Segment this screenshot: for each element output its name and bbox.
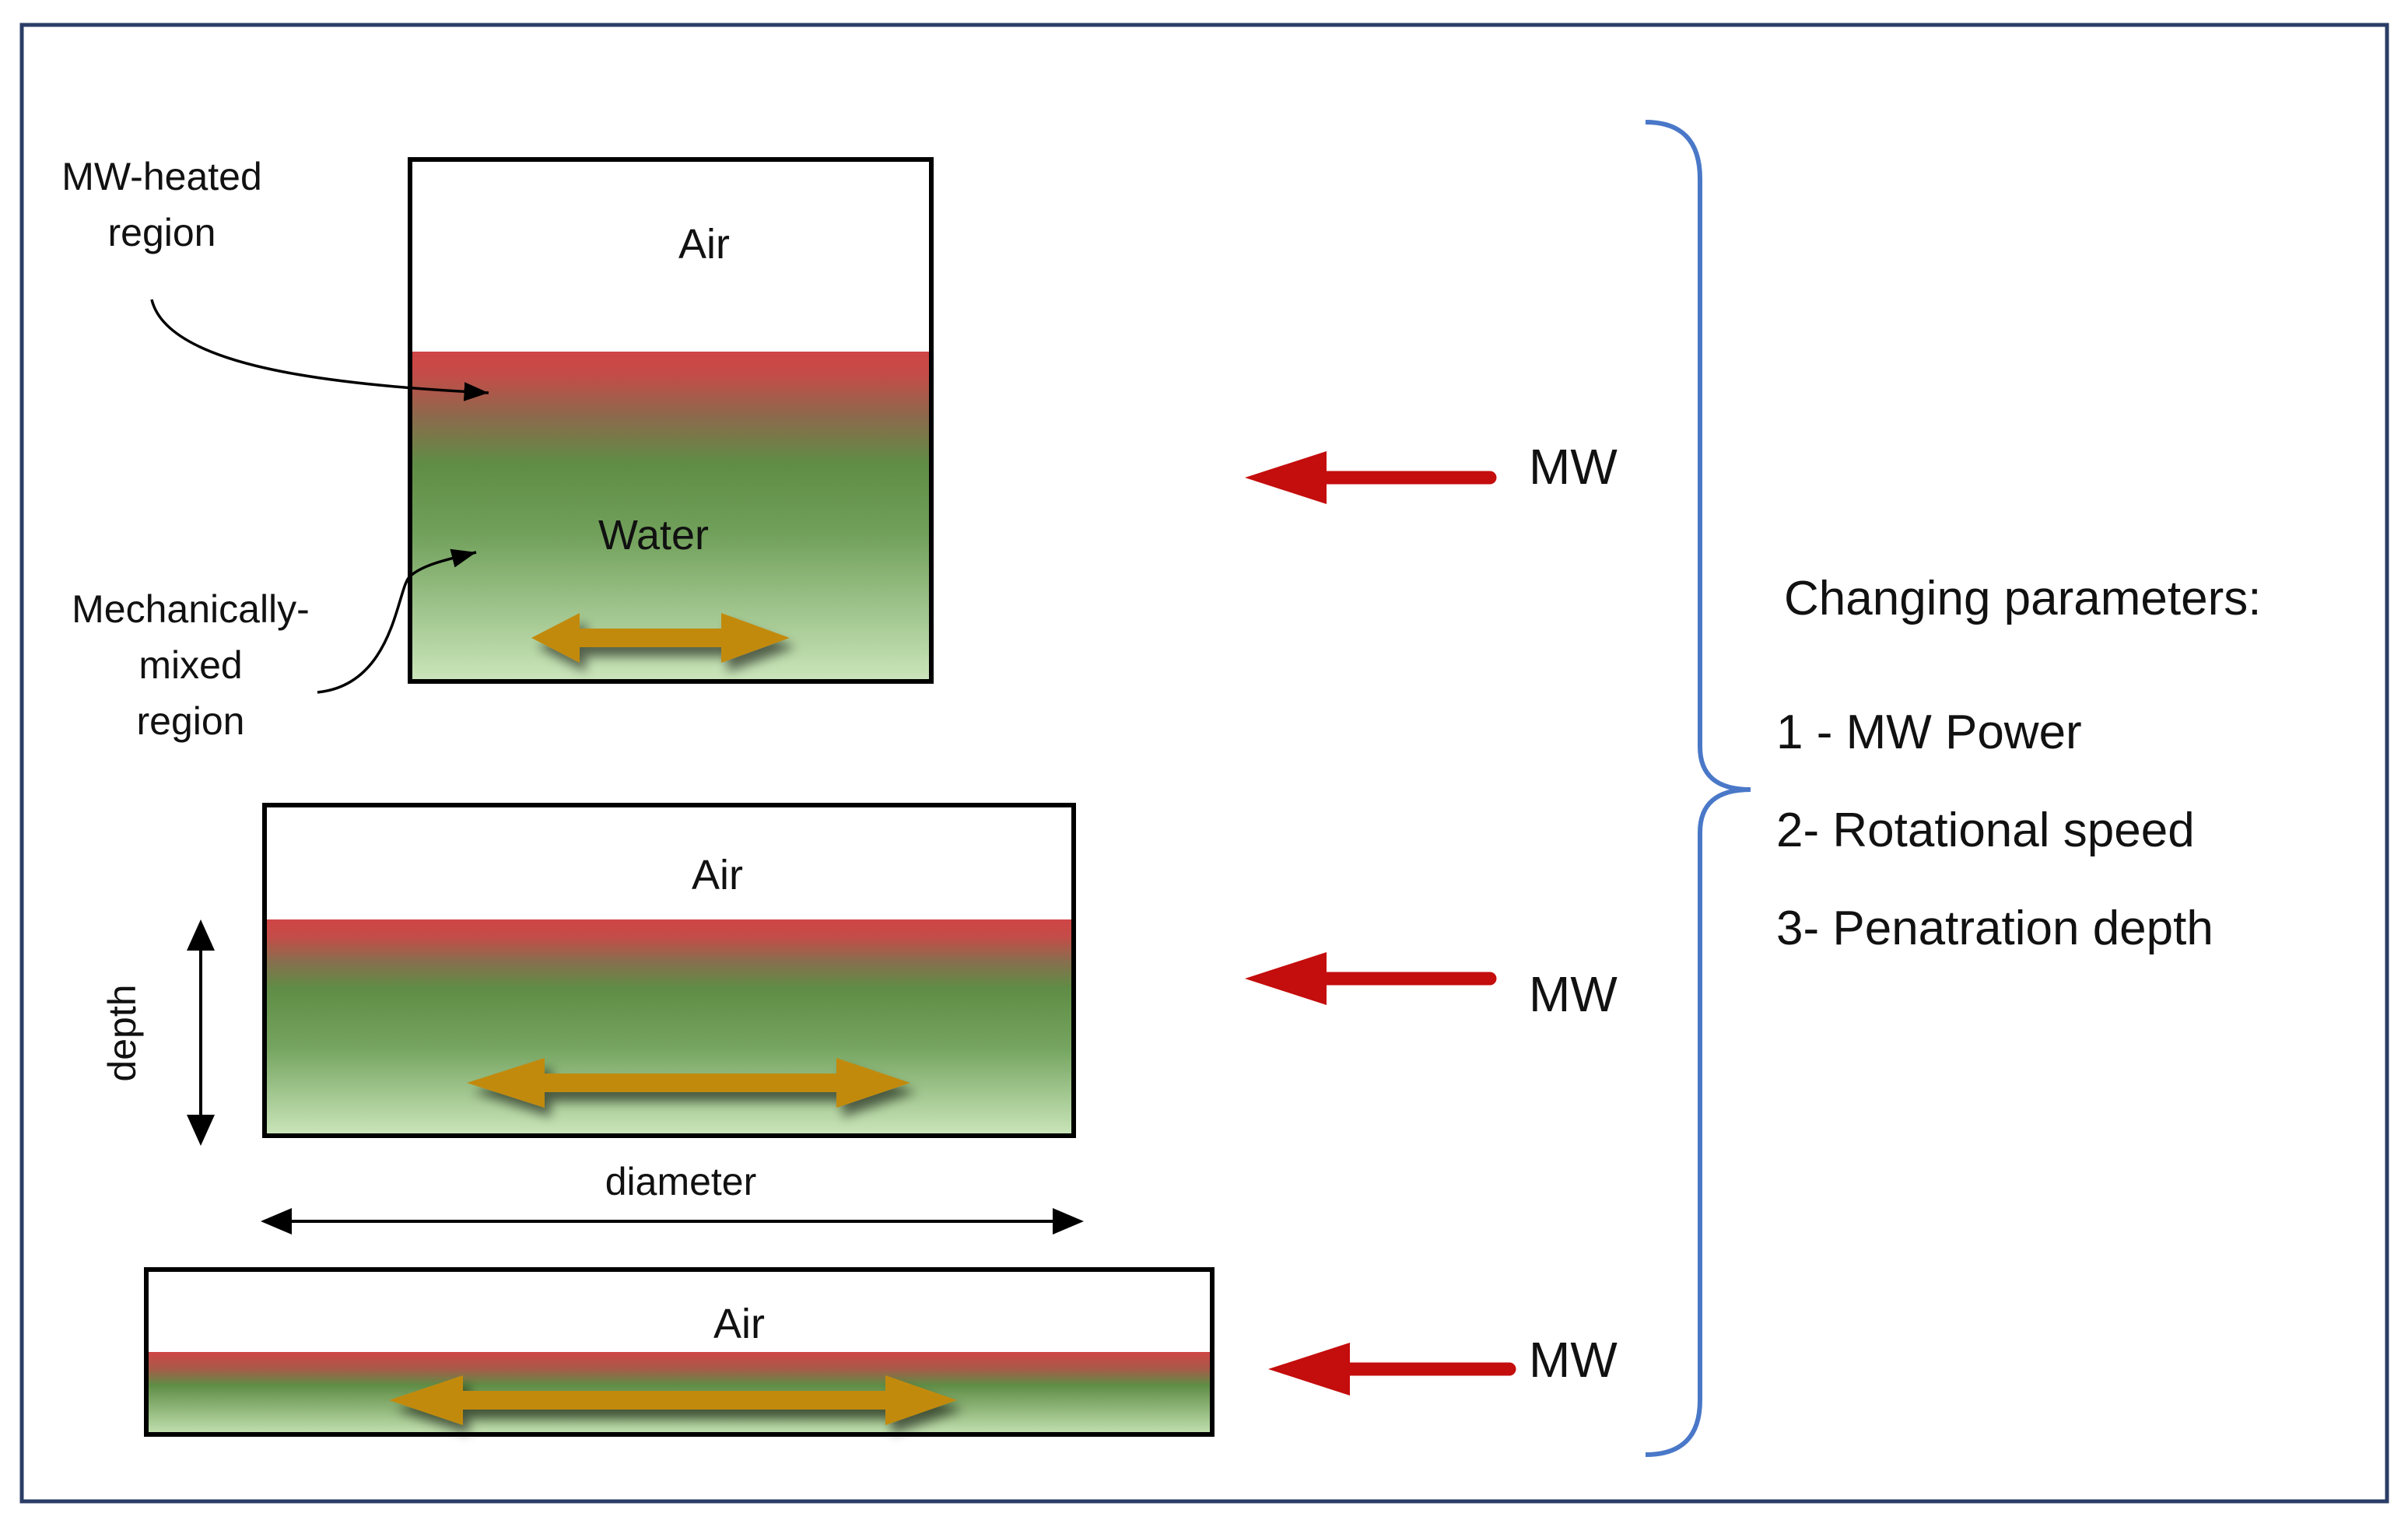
- container-medium-outline: [262, 803, 1076, 1138]
- parameter-item-3: 3- Penatration depth: [1776, 902, 2213, 955]
- outer-frame: [19, 23, 2389, 1504]
- callout-mech-mixed: Mechanically- mixed region: [72, 548, 477, 743]
- right-curly-brace: [1645, 120, 1751, 1457]
- mw-arrow-1: MW: [1245, 439, 1618, 504]
- mixing-arrow-flat: [389, 1375, 957, 1425]
- mw-label-3: MW: [1529, 1332, 1618, 1388]
- water-region-tall: [410, 352, 931, 681]
- parameters-panel: Changing parameters: 1 - MW Power 2- Rot…: [1776, 572, 2261, 955]
- diameter-label: diameter: [605, 1160, 757, 1203]
- diameter-dimension: diameter: [261, 1160, 1084, 1235]
- mw-heated-label-line2: region: [108, 211, 216, 254]
- mixing-arrow-medium: [467, 1058, 910, 1108]
- water-region-medium: [265, 919, 1074, 1136]
- mw-heated-pointer: [150, 299, 489, 401]
- depth-dimension: depth: [100, 919, 215, 1146]
- depth-label: depth: [100, 984, 144, 1081]
- parameters-title: Changing parameters:: [1784, 572, 2261, 625]
- callout-mw-heated: MW-heated region: [61, 155, 489, 401]
- water-label: Water: [598, 512, 709, 559]
- mw-heated-label-line1: MW-heated: [61, 155, 262, 198]
- container-medium: Air: [262, 803, 1076, 1138]
- parameter-item-2: 2- Rotational speed: [1776, 804, 2195, 857]
- parameter-item-1: 1 - MW Power: [1776, 706, 2082, 759]
- container-tall: Air Water: [408, 157, 934, 684]
- mech-mixed-pointer: [317, 548, 477, 694]
- mech-label-line3: region: [137, 699, 245, 743]
- air-label-flat: Air: [713, 1301, 765, 1347]
- mixing-arrow-tall: [531, 613, 790, 663]
- air-label-medium: Air: [692, 852, 743, 898]
- mw-label-1: MW: [1529, 439, 1618, 495]
- mech-label-line2: mixed: [138, 643, 242, 687]
- mw-arrow-2: MW: [1245, 952, 1618, 1022]
- mw-arrow-3: MW: [1268, 1332, 1618, 1396]
- container-flat-outline: [144, 1267, 1215, 1437]
- container-tall-outline: [408, 157, 934, 684]
- mech-label-line1: Mechanically-: [72, 587, 310, 631]
- mw-label-2: MW: [1529, 966, 1618, 1022]
- air-label-tall: Air: [678, 221, 730, 268]
- container-flat: Air: [144, 1267, 1215, 1437]
